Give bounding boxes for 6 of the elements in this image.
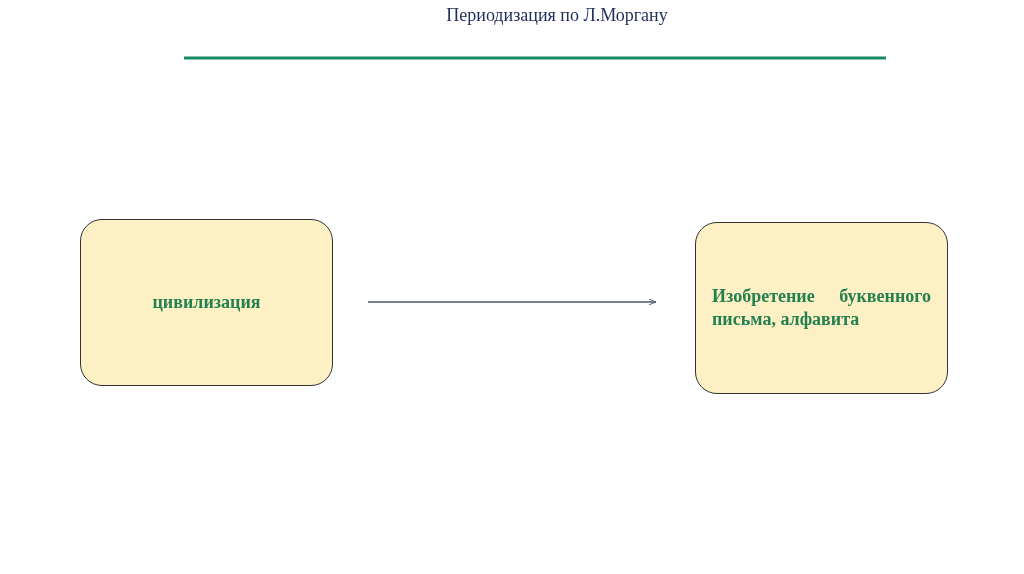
- rounded-box: [695, 222, 948, 394]
- rounded-box: [80, 219, 333, 386]
- box-text: цивилизация: [151, 290, 262, 314]
- box-text: Изобретение буквенного письма, алфавита: [712, 284, 931, 331]
- arrow: [367, 298, 657, 306]
- title: Периодизация по Л.Моргану: [445, 5, 669, 26]
